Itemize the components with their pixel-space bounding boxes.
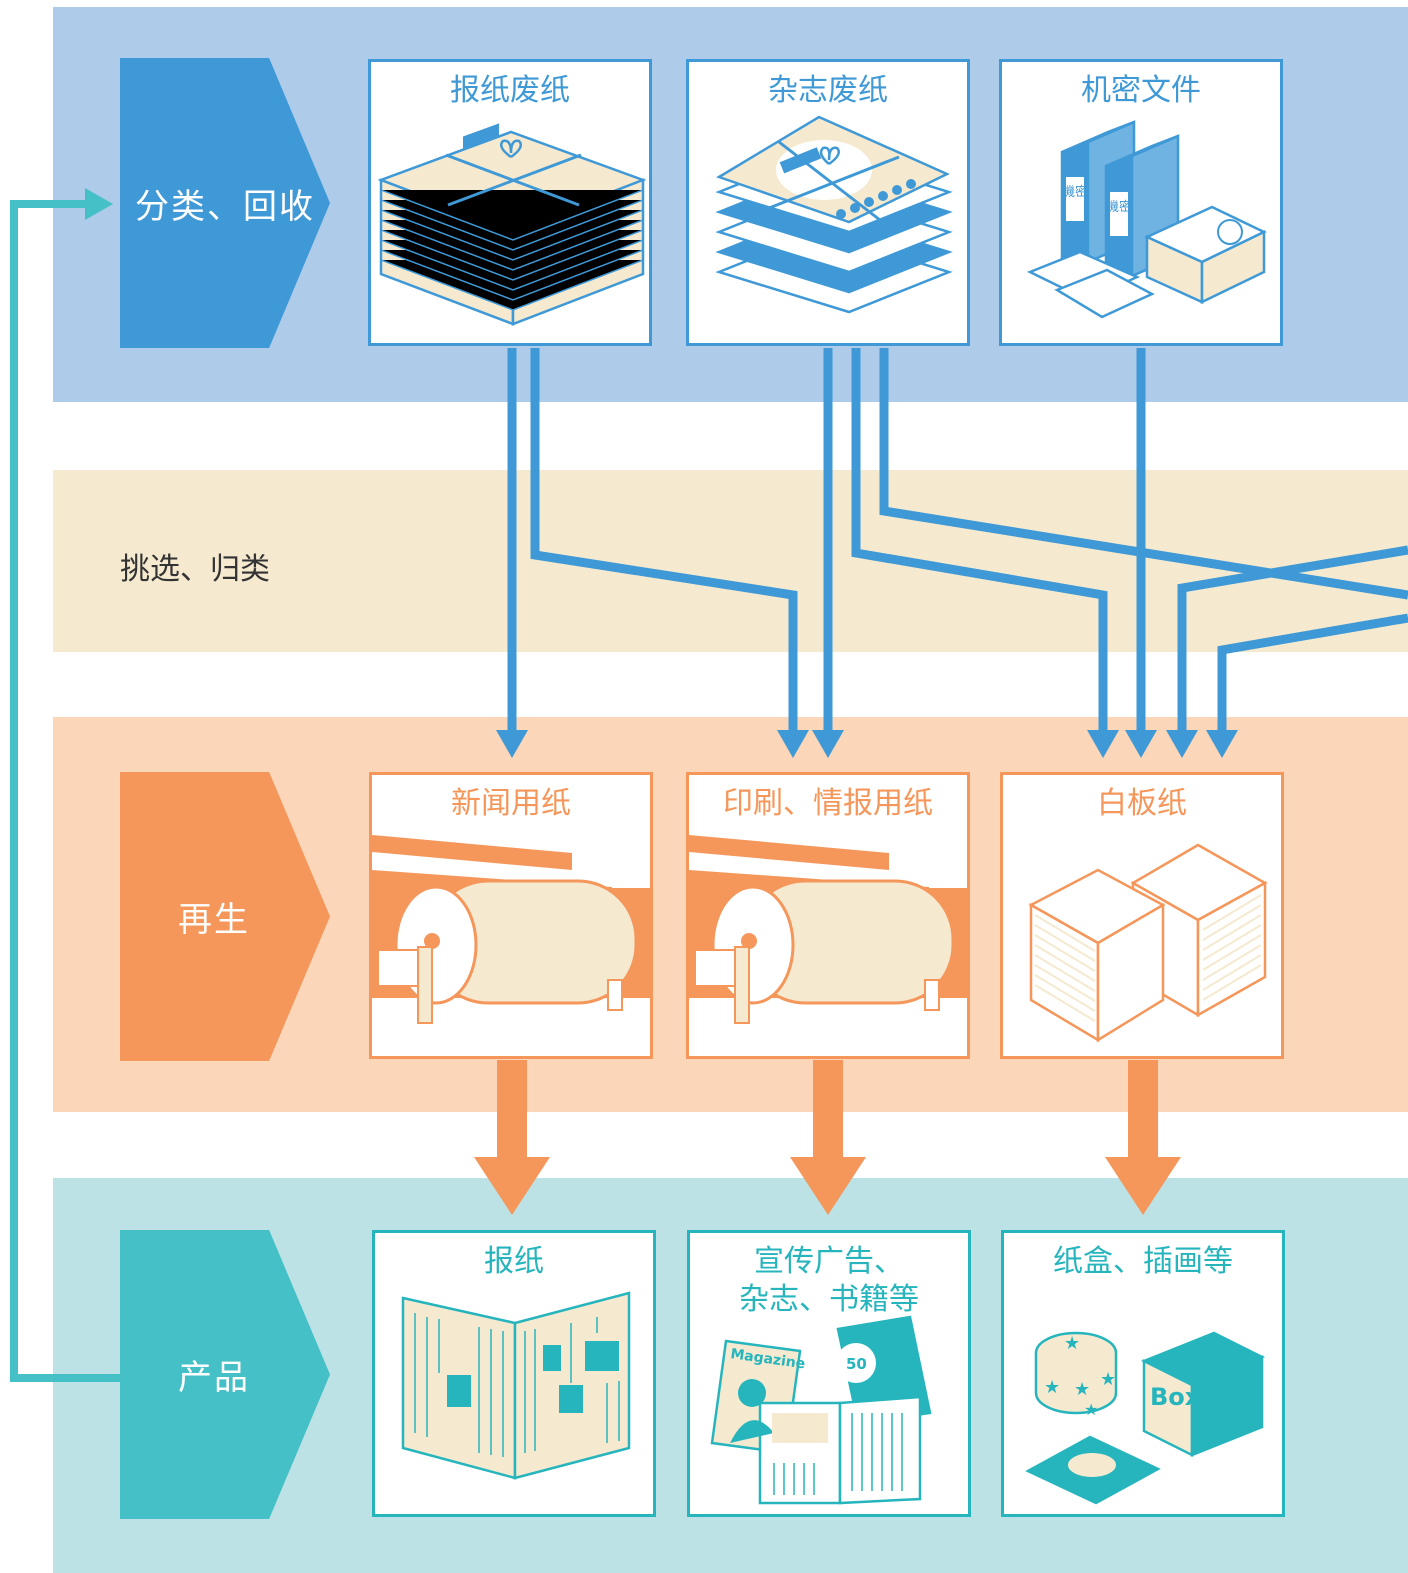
source-card-newspaper: 报纸废纸 (368, 59, 652, 346)
arrowhead (812, 730, 844, 758)
stamp-text: 機密 (1062, 184, 1088, 200)
magazine-stack-icon (715, 115, 953, 314)
flow-newspaper-to-printing (530, 348, 798, 735)
box-label-text: Box (1150, 1383, 1201, 1411)
paper-roll-machine-icon (689, 835, 967, 1056)
paper-card-printing: 印刷、情报用纸 (686, 772, 970, 1059)
source-newspaper-title: 报纸废纸 (450, 73, 570, 108)
paper-newsprint-title: 新闻用纸 (451, 786, 571, 821)
arrowhead (777, 730, 809, 758)
paper-card-whiteboard: 白板纸 (1000, 772, 1284, 1059)
confidential-binder-icon: 機密 機密 (1026, 120, 1267, 319)
product-newspaper-title: 报纸 (484, 1244, 544, 1279)
source-card-magazine: 杂志废纸 (686, 59, 970, 346)
product-boxes-title: 纸盒、插画等 (1053, 1244, 1233, 1279)
product-card-newspaper: 报纸 (372, 1230, 656, 1517)
product-card-boxes: 纸盒、插画等 ★ ★ ★ ★ ★ Box (1001, 1230, 1285, 1517)
paper-ream-stack-icon (1028, 843, 1268, 1043)
stage-sort-label: 挑选、归类 (120, 552, 270, 587)
regen-to-product-arrow (790, 1060, 866, 1215)
paper-card-newsprint: 新闻用纸 (369, 772, 653, 1059)
source-magazine-title: 杂志废纸 (768, 73, 888, 108)
paper-roll-machine-icon (372, 835, 650, 1056)
svg-text:★: ★ (1044, 1377, 1060, 1398)
paper-whiteboard-title: 白板纸 (1097, 786, 1187, 821)
svg-text:★: ★ (1100, 1369, 1116, 1390)
flow-offpage-to-whiteboard-a (1177, 545, 1408, 735)
magazine-badge-text: 50 (846, 1355, 867, 1373)
paper-printing-title: 印刷、情报用纸 (723, 786, 933, 821)
source-confidential-title: 机密文件 (1081, 73, 1201, 108)
flow-magazine-to-whiteboard-a (851, 348, 1108, 735)
loop-back-arrowhead (85, 188, 113, 220)
stamp-text: 機密 (1106, 199, 1132, 215)
svg-text:★: ★ (1074, 1379, 1090, 1400)
svg-text:★: ★ (1064, 1333, 1080, 1354)
open-newspaper-icon (401, 1291, 631, 1480)
product-magazines-title: 宣传广告、 杂志、书籍等 (739, 1244, 919, 1317)
flow-magazine-to-offpage (879, 348, 1408, 600)
product-card-magazines: 宣传广告、 杂志、书籍等 Magazine 50 (687, 1230, 971, 1517)
arrowhead (496, 730, 528, 758)
flow-offpage-to-whiteboard-b (1217, 613, 1408, 735)
arrowhead (1125, 730, 1157, 758)
svg-text:★: ★ (1084, 1400, 1098, 1419)
regen-to-product-arrow (1105, 1060, 1181, 1215)
magazine-collection-icon: Magazine 50 (710, 1315, 932, 1505)
arrowhead (1166, 730, 1198, 758)
boxes-and-drawings-icon: ★ ★ ★ ★ ★ Box (1025, 1331, 1266, 1505)
source-card-confidential: 机密文件 機密 機密 (999, 59, 1283, 346)
arrowhead (1206, 730, 1238, 758)
arrowhead (1087, 730, 1119, 758)
newspaper-stack-icon (377, 123, 647, 326)
loop-back-line (10, 200, 120, 1382)
regen-to-product-arrow (474, 1060, 550, 1215)
